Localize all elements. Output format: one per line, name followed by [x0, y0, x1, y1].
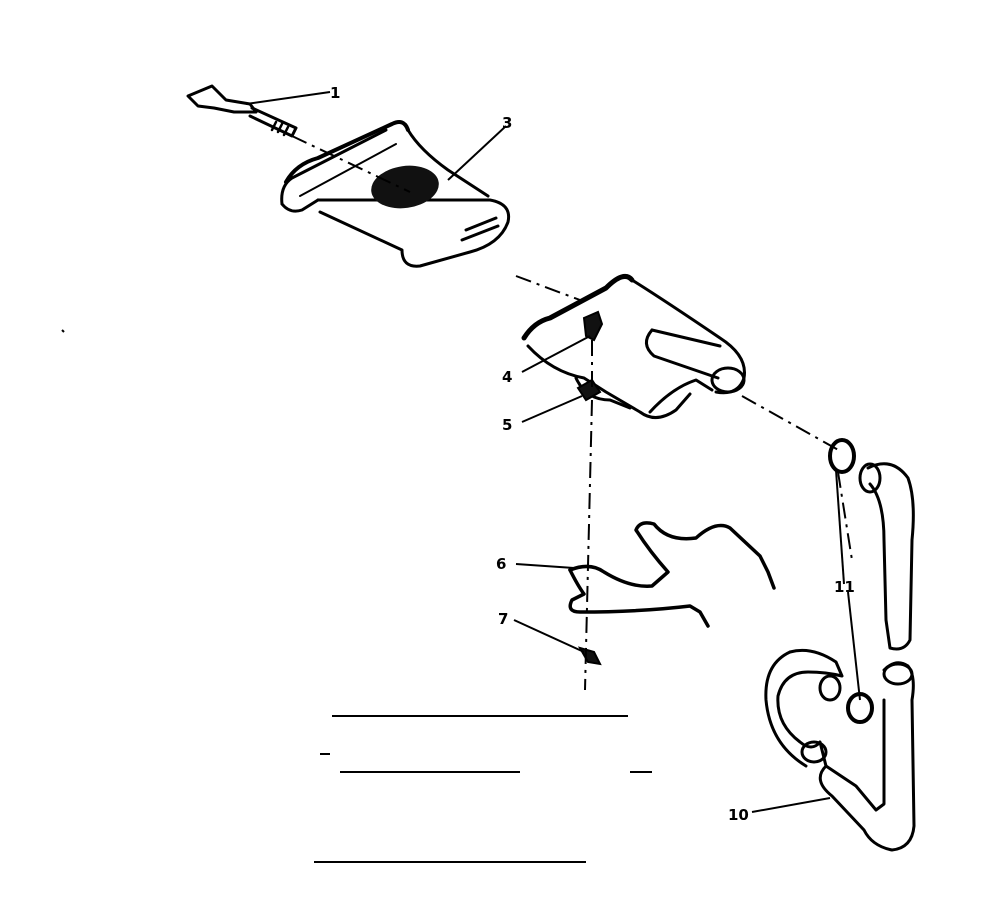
label-part-10: 10	[728, 806, 749, 824]
label-part-3: 3	[502, 114, 512, 132]
part-6-wire	[568, 521, 776, 628]
leader-lines	[245, 91, 861, 813]
part-10-hose	[764, 438, 916, 852]
label-part-5: 5	[502, 416, 512, 434]
label-part-11: 11	[834, 578, 855, 596]
callout-labels: 1 3 4 5 6 7 10 11	[330, 84, 855, 824]
blank-lines	[314, 715, 652, 863]
part-3-cover	[280, 120, 511, 268]
label-part-7: 7	[498, 610, 508, 628]
label-part-6: 6	[496, 555, 506, 573]
part-7-screw	[577, 646, 602, 666]
part-1-handle	[186, 84, 298, 138]
part-5-clip	[576, 378, 602, 402]
assembly-lines	[61, 135, 853, 691]
label-part-4: 4	[502, 368, 512, 386]
label-part-1: 1	[330, 84, 340, 102]
part-4-screw	[582, 310, 604, 342]
cover-dark-spot	[371, 165, 439, 209]
mount-housing	[521, 273, 746, 419]
